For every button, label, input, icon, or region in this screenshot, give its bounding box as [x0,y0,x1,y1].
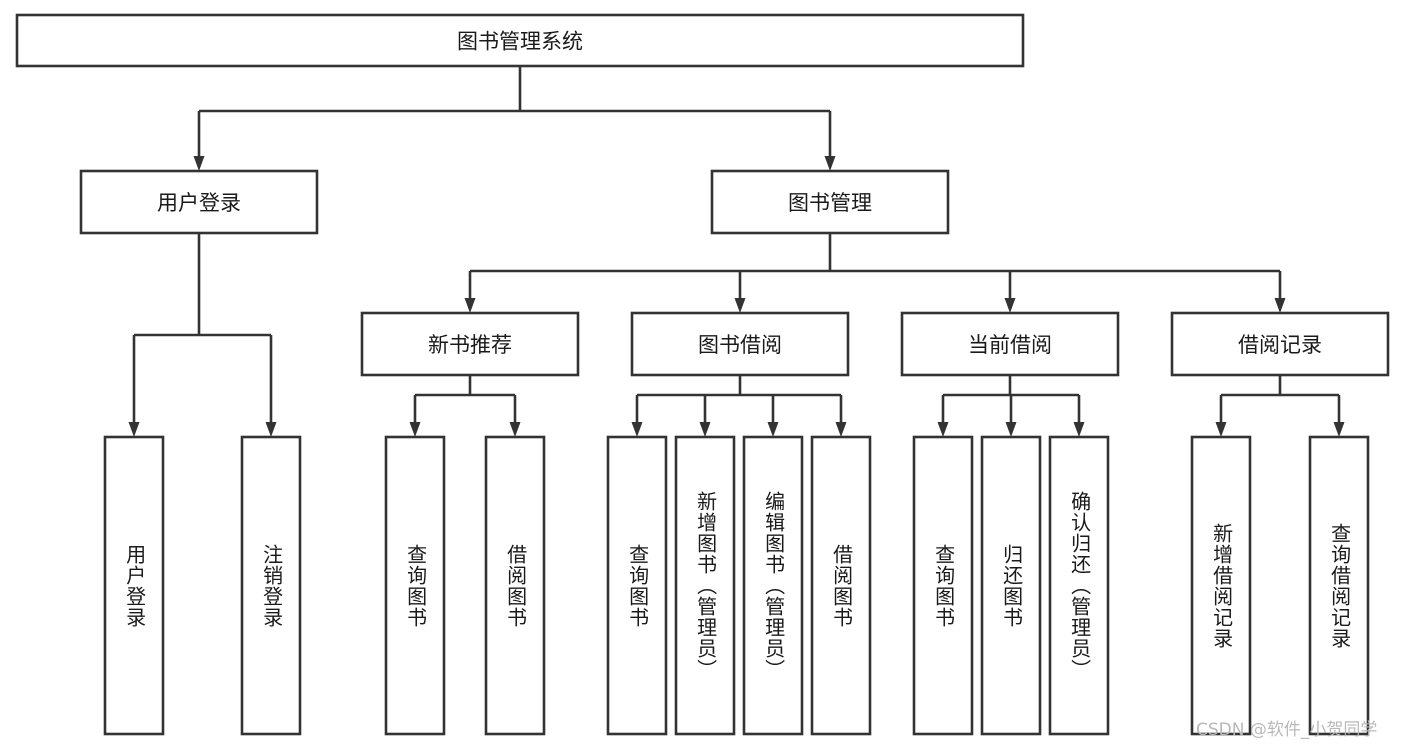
csdn-watermark: CSDN @软件_小贺同学 [1196,720,1378,740]
node-box-leaf-user-login[interactable] [103,435,165,736]
node-box-leaf-borrow-book-1[interactable] [484,435,546,736]
node-label-leaf-query-book-3: 查询图书 [931,543,956,628]
arrowhead-icon-current-borrow [1004,298,1016,313]
arrowhead-icon-book-manage [824,156,836,171]
node-label-book-borrow: 图书借阅 [698,333,782,357]
node-label-leaf-borrow-book-1: 借阅图书 [503,543,528,628]
edges-layer [128,66,1345,437]
node-label-leaf-query-book-1: 查询图书 [403,543,428,628]
arrowhead-icon-leaf-add-book [699,422,711,437]
node-box-leaf-return-book[interactable] [980,435,1042,736]
node-label-book-manage: 图书管理 [788,191,872,215]
node-box-root[interactable] [15,13,1025,68]
node-label-leaf-query-record: 查询借阅记录 [1327,522,1352,649]
node-box-leaf-query-book-1[interactable] [384,435,446,736]
node-box-leaf-confirm-return[interactable] [1048,435,1110,736]
node-box-book-manage[interactable] [710,169,950,235]
arrowhead-icon-leaf-logout [265,422,277,437]
node-label-leaf-logout: 注销登录 [259,543,284,628]
arrowhead-icon-borrow-record [1274,298,1286,313]
node-label-leaf-add-book: 新增图书（管理员） [693,491,718,680]
node-label-leaf-user-login: 用户登录 [122,543,147,628]
node-label-user-login: 用户登录 [157,191,241,215]
arrowhead-icon-leaf-edit-book [767,422,779,437]
node-box-leaf-borrow-book-2[interactable] [810,435,872,736]
arrowhead-icon-leaf-query-record [1333,422,1345,437]
arrowhead-icon-book-borrow [734,298,746,313]
node-box-leaf-add-book[interactable] [674,435,736,736]
arrowhead-icon-leaf-borrow-book-1 [509,422,521,437]
node-box-current-borrow[interactable] [900,311,1120,377]
arrowhead-icon-leaf-query-book-1 [409,422,421,437]
node-box-new-book-recommend[interactable] [360,311,580,377]
node-label-leaf-add-record: 新增借阅记录 [1209,522,1234,649]
node-box-leaf-query-book-3[interactable] [912,435,974,736]
node-label-borrow-record: 借阅记录 [1238,333,1322,357]
node-box-leaf-add-record[interactable] [1190,435,1252,736]
arrowhead-icon-leaf-confirm-return [1073,422,1085,437]
node-label-leaf-confirm-return: 确认归还（管理员） [1067,491,1092,680]
node-label-root: 图书管理系统 [457,30,583,54]
node-label-leaf-edit-book: 编辑图书（管理员） [761,491,786,680]
arrowhead-icon-new-book-recommend [464,298,476,313]
node-box-borrow-record[interactable] [1170,311,1390,377]
arrowhead-icon-leaf-query-book-3 [937,422,949,437]
node-box-user-login[interactable] [79,169,319,235]
arrowhead-icon-leaf-query-book-2 [631,422,643,437]
node-label-leaf-return-book: 归还图书 [999,543,1024,628]
node-box-book-borrow[interactable] [630,311,850,377]
node-label-new-book-recommend: 新书推荐 [428,333,512,357]
node-box-leaf-query-record[interactable] [1308,435,1370,736]
node-box-leaf-logout[interactable] [240,435,302,736]
arrowhead-icon-leaf-borrow-book-2 [835,422,847,437]
node-label-current-borrow: 当前借阅 [968,333,1052,357]
arrowhead-icon-leaf-add-record [1215,422,1227,437]
arrowhead-icon-user-login [193,156,205,171]
node-box-leaf-edit-book[interactable] [742,435,804,736]
arrowhead-icon-leaf-return-book [1005,422,1017,437]
arrowhead-icon-leaf-user-login [128,422,140,437]
boxes-layer [15,13,1390,736]
node-box-leaf-query-book-2[interactable] [606,435,668,736]
node-label-leaf-borrow-book-2: 借阅图书 [829,543,854,628]
node-label-leaf-query-book-2: 查询图书 [625,543,650,628]
